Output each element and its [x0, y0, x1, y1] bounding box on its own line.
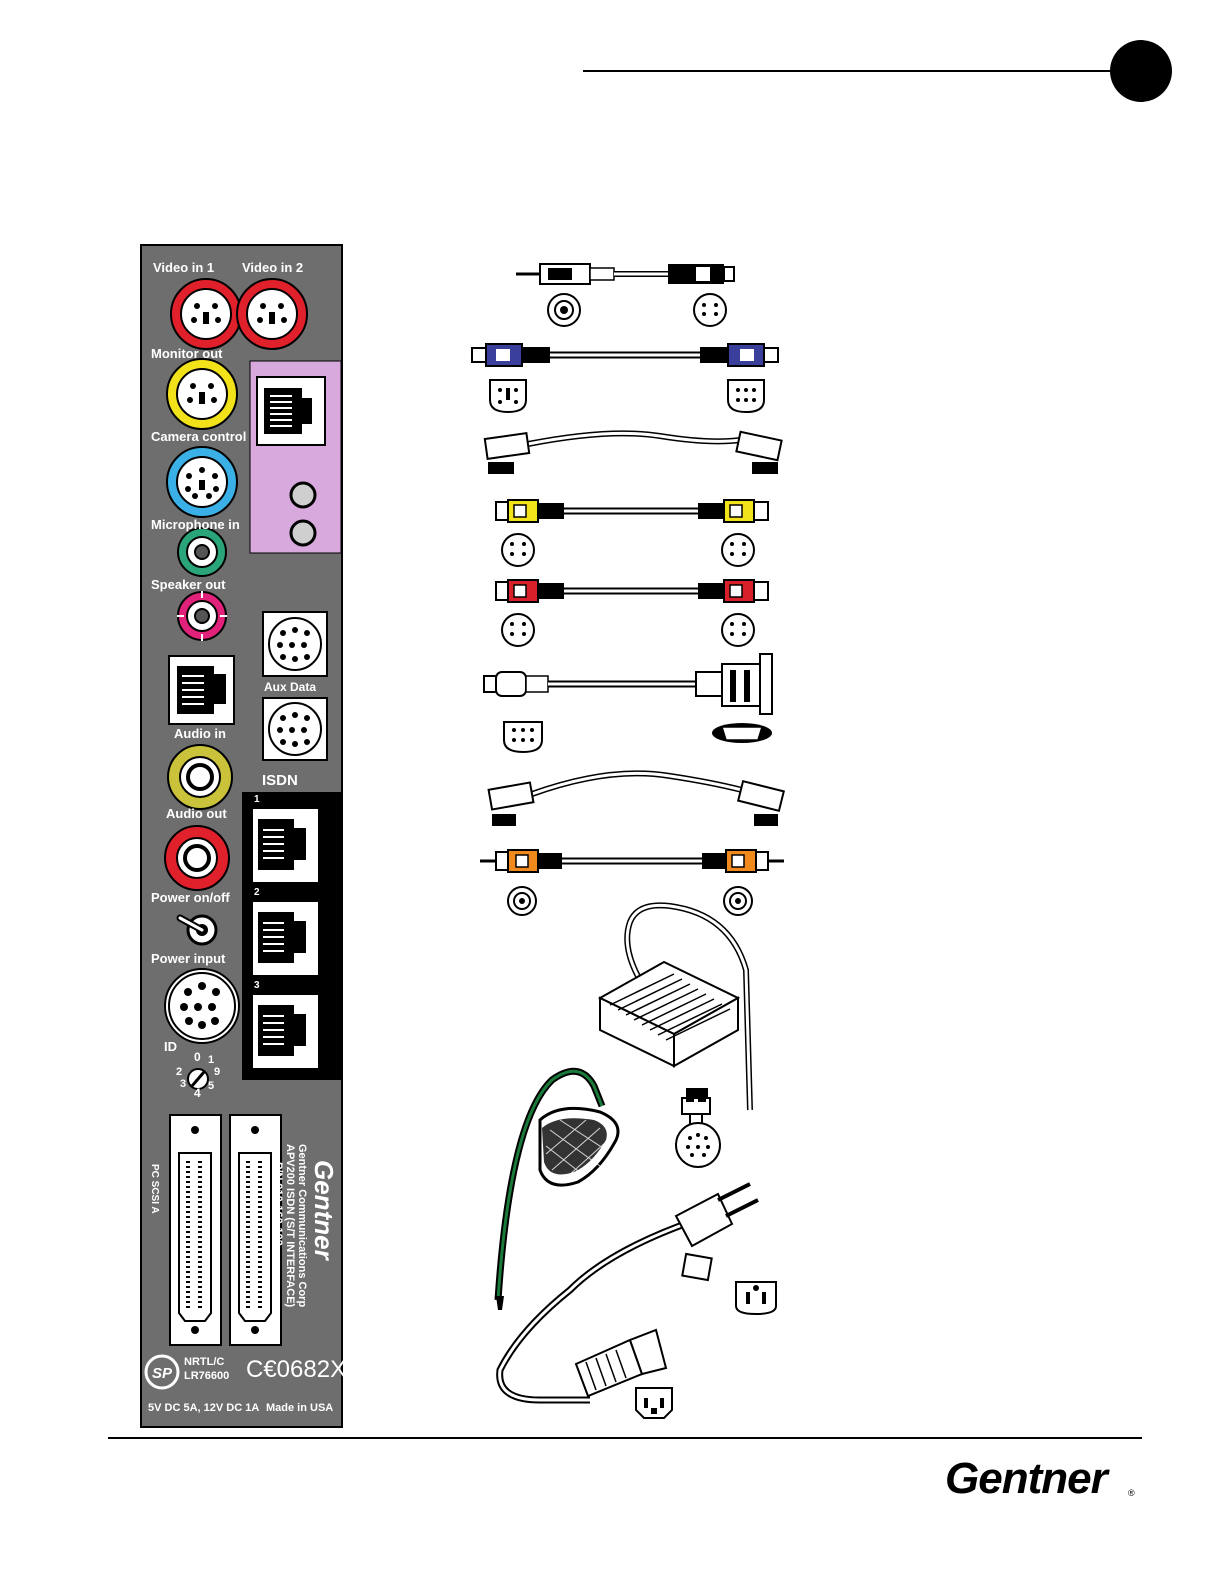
id-dial [187, 1068, 209, 1090]
header-rule [583, 70, 1123, 72]
label-power-on-off: Power on/off [151, 890, 230, 905]
scsi-b-connector [229, 1114, 282, 1346]
id-dial-digit-3: 3 [180, 1078, 187, 1090]
scsi-a-connector [169, 1114, 222, 1346]
cable-blue-mini-din [471, 343, 779, 414]
csa-logo: SP [144, 1354, 180, 1390]
cert-lr: LR76600 [184, 1370, 230, 1382]
microphone [494, 1067, 620, 1310]
label-id: ID [164, 1039, 177, 1054]
footer-logo: Gentner [945, 1454, 1108, 1503]
video-in-1-connector [170, 278, 242, 350]
svg-text:SP: SP [152, 1365, 173, 1382]
id-dial-digit-1: 1 [208, 1054, 215, 1066]
cable-illustrations [471, 263, 786, 1419]
label-audio-in: Audio in [174, 726, 226, 741]
label-monitor-out: Monitor out [151, 346, 223, 361]
label-pc-scsi-b: PC SCSI B [209, 1164, 220, 1215]
label-video-in-2: Video in 2 [242, 260, 304, 275]
id-dial-digit-4: 4 [194, 1086, 201, 1100]
phone-jack [168, 655, 235, 725]
video-in-2-connector [236, 278, 308, 350]
monitor-out-connector [166, 358, 238, 430]
label-power-input: Power input [151, 951, 226, 966]
power-input-connector [164, 968, 240, 1044]
label-isdn-1: 1 [254, 794, 260, 805]
chapter-tab [1110, 40, 1172, 102]
cable-mini-din-to-db9 [483, 653, 773, 754]
label-pc-scsi-a: PC SCSI A [149, 1164, 160, 1214]
label-isdn: ISDN [262, 772, 298, 789]
id-dial-digit-0: 0 [194, 1050, 201, 1064]
cable-rj-lower [487, 770, 786, 826]
id-dial-digit-2: 2 [176, 1066, 183, 1078]
cable-rca-to-svideo [516, 263, 735, 327]
aux-data-port-2 [262, 697, 328, 761]
power-switch [176, 914, 218, 946]
nameplate-line1: Gentner Communications Corp [296, 1144, 308, 1308]
cable-orange-rca [480, 849, 784, 916]
network-jack [256, 376, 326, 446]
audio-in-jack [167, 744, 233, 810]
isdn-port-3 [251, 993, 320, 1070]
audio-out-jack [164, 825, 230, 891]
ac-power-cord [496, 1182, 777, 1419]
label-video-in-1: Video in 1 [153, 260, 215, 275]
nameplate-line3: P/N 910-160-102 [272, 1162, 284, 1246]
label-isdn-2: 2 [254, 887, 260, 898]
footer-logo-registered-mark: ® [1128, 1488, 1135, 1498]
footer-rule [108, 1437, 1142, 1439]
speaker-out-jack [177, 591, 227, 641]
label-aux-data: Aux Data [264, 680, 317, 694]
camera-control-connector [166, 446, 238, 518]
cable-red-svideo [495, 579, 769, 647]
label-audio-out: Audio out [166, 806, 227, 821]
cable-yellow-svideo [495, 499, 769, 567]
microphone-in-jack [177, 527, 227, 577]
label-camera-control: Camera control [151, 429, 247, 444]
status-led-1 [289, 481, 317, 509]
rear-panel-art: SP [144, 278, 341, 1390]
id-dial-digit-9: 9 [214, 1066, 221, 1078]
cert-made-in: Made in USA [266, 1402, 334, 1414]
label-speaker-out: Speaker out [151, 577, 226, 592]
nameplate-line2: APV200 ISDN (S/T INTERFACE) [284, 1144, 296, 1308]
cable-rj-upper [483, 430, 783, 474]
id-dial-digit-5: 5 [208, 1080, 215, 1092]
label-microphone-in: Microphone in [151, 517, 240, 532]
aux-data-port-1 [262, 611, 328, 677]
cert-nrtl: NRTL/C [184, 1356, 225, 1368]
power-supply [597, 902, 753, 1282]
cert-rating: 5V DC 5A, 12V DC 1A [148, 1402, 260, 1414]
cert-ce: C€0682X [246, 1356, 347, 1383]
rear-panel: SP Video in 1 Video in 2 Monitor out Cam… [140, 244, 347, 1428]
isdn-port-1 [251, 807, 320, 884]
status-led-2 [289, 519, 317, 547]
nameplate-brand: Gentner [309, 1160, 339, 1260]
label-isdn-3: 3 [254, 980, 260, 991]
isdn-port-2 [251, 900, 320, 977]
